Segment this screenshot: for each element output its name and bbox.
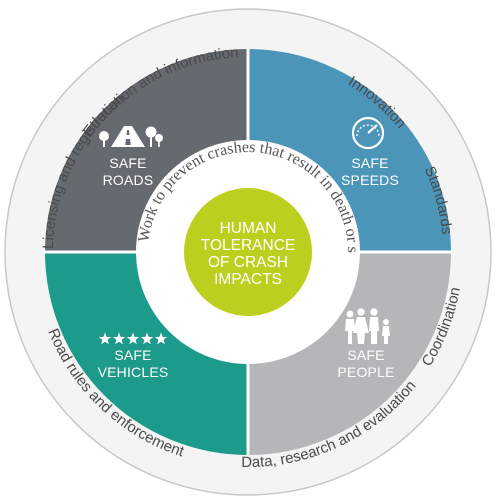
five-star-icon bbox=[98, 332, 168, 345]
safe-vehicles-line1: SAFE bbox=[114, 347, 151, 363]
safe-speeds-line2: SPEEDS bbox=[341, 172, 399, 188]
safe-speeds-line1: SAFE bbox=[351, 155, 388, 171]
safe-vehicles-line2: VEHICLES bbox=[98, 364, 169, 380]
safe-people-line2: PEOPLE bbox=[337, 364, 394, 380]
star-icon bbox=[112, 332, 126, 345]
safe-roads-line2: ROADS bbox=[103, 172, 154, 188]
star-icon bbox=[126, 332, 140, 345]
star-icon bbox=[154, 332, 168, 345]
center-circle bbox=[184, 188, 312, 316]
safe-people-line1: SAFE bbox=[347, 347, 384, 363]
speedometer-icon bbox=[351, 116, 385, 150]
center-line1: HUMAN bbox=[220, 220, 277, 237]
star-icon bbox=[140, 332, 154, 345]
safe-roads-line1: SAFE bbox=[109, 155, 146, 171]
road-icon bbox=[99, 126, 163, 147]
center-line3: OF CRASH bbox=[208, 254, 288, 271]
star-icon bbox=[98, 332, 112, 345]
center-line2: TOLERANCE bbox=[201, 237, 295, 254]
family-icon bbox=[345, 308, 390, 344]
center-line4: IMPACTS bbox=[214, 271, 282, 288]
